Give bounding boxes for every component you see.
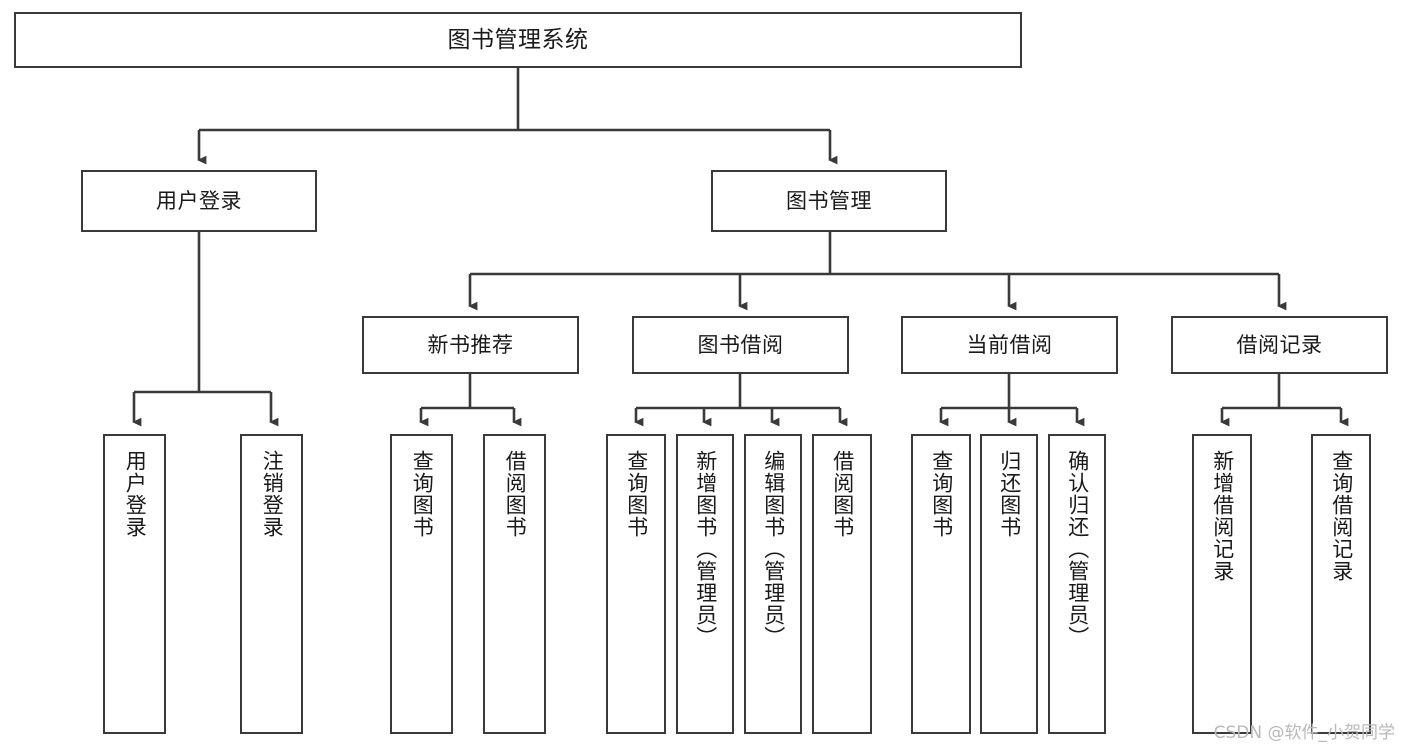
node-leaf-query-book-1[interactable]: 查询图书 (390, 434, 453, 734)
node-leaf-edit-book-label: 编辑图书（管理员） (761, 450, 786, 648)
node-leaf-query-book-3-label: 查询图书 (929, 450, 954, 538)
node-book-borrow[interactable]: 图书借阅 (632, 316, 849, 374)
node-leaf-add-record-label: 新增借阅记录 (1210, 450, 1235, 582)
node-leaf-borrow-book-2-label: 借阅图书 (830, 450, 855, 538)
node-leaf-borrow-book-1[interactable]: 借阅图书 (483, 434, 546, 734)
node-leaf-return-book[interactable]: 归还图书 (980, 434, 1038, 734)
node-root[interactable]: 图书管理系统 (14, 12, 1022, 68)
node-leaf-user-login-label: 用户登录 (123, 450, 148, 538)
node-borrow-record[interactable]: 借阅记录 (1171, 316, 1388, 374)
node-leaf-borrow-book-1-label: 借阅图书 (503, 450, 528, 538)
node-leaf-edit-book[interactable]: 编辑图书（管理员） (744, 434, 802, 734)
node-leaf-add-record[interactable]: 新增借阅记录 (1192, 434, 1252, 734)
node-leaf-logout[interactable]: 注销登录 (240, 434, 303, 734)
node-new-book-recommend[interactable]: 新书推荐 (362, 316, 579, 374)
node-leaf-query-book-2[interactable]: 查询图书 (606, 434, 666, 734)
node-user-login-label: 用户登录 (156, 188, 242, 213)
node-root-label: 图书管理系统 (447, 26, 589, 53)
node-leaf-add-book[interactable]: 新增图书（管理员） (676, 434, 734, 734)
node-current-borrow-label: 当前借阅 (966, 332, 1053, 357)
node-new-book-recommend-label: 新书推荐 (427, 332, 514, 357)
node-leaf-user-login[interactable]: 用户登录 (103, 434, 166, 734)
node-leaf-confirm-return-label: 确认归还（管理员） (1065, 450, 1090, 648)
node-leaf-query-book-3[interactable]: 查询图书 (911, 434, 971, 734)
node-book-manage-label: 图书管理 (786, 188, 872, 213)
node-leaf-logout-label: 注销登录 (260, 450, 285, 538)
node-borrow-record-label: 借阅记录 (1236, 332, 1323, 357)
node-book-borrow-label: 图书借阅 (697, 332, 784, 357)
node-leaf-query-book-2-label: 查询图书 (624, 450, 649, 538)
node-leaf-add-book-label: 新增图书（管理员） (693, 450, 718, 648)
node-leaf-confirm-return[interactable]: 确认归还（管理员） (1048, 434, 1106, 734)
node-leaf-query-book-1-label: 查询图书 (410, 450, 435, 538)
node-leaf-return-book-label: 归还图书 (997, 450, 1022, 538)
node-book-manage[interactable]: 图书管理 (711, 170, 947, 232)
node-user-login[interactable]: 用户登录 (81, 170, 317, 232)
node-leaf-query-record[interactable]: 查询借阅记录 (1311, 434, 1371, 734)
node-current-borrow[interactable]: 当前借阅 (901, 316, 1118, 374)
node-leaf-query-record-label: 查询借阅记录 (1329, 450, 1354, 582)
node-leaf-borrow-book-2[interactable]: 借阅图书 (812, 434, 872, 734)
